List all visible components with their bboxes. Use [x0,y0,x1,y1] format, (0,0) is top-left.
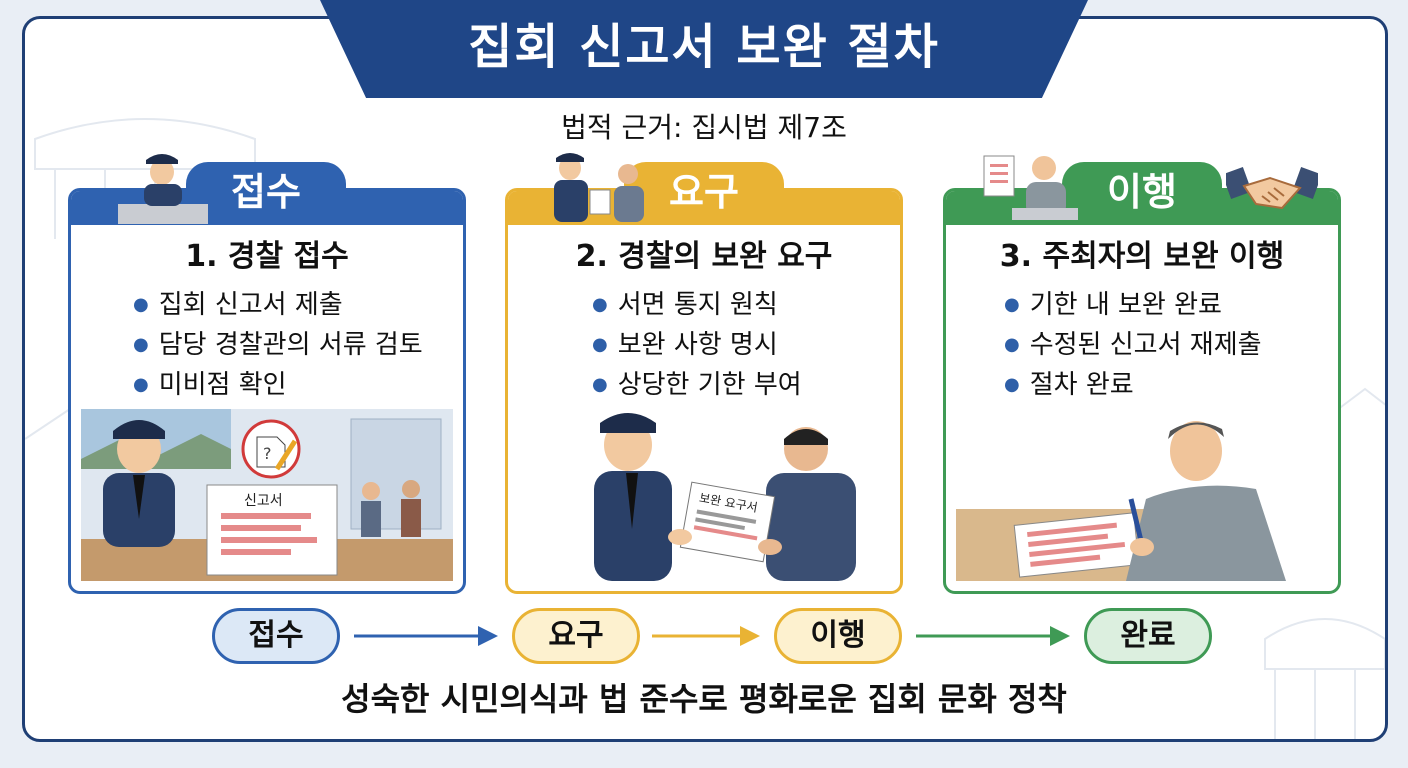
bullet-item: ●집회 신고서 제출 [133,290,343,320]
flow-arrow-icon [354,626,498,646]
step-card-request: 2. 경찰의 보완 요구 ●서면 통지 원칙 ●보완 사항 명시 ●상당한 기한… [505,188,903,594]
legal-basis-subtitle: 법적 근거: 집시법 제7조 [561,111,847,144]
flow-step-compliance: 이행 [774,608,902,664]
bullet-dot-icon: ● [592,374,608,395]
bullet-dot-icon: ● [133,294,149,315]
bullet-item: ●서면 통지 원칙 [592,290,778,320]
title-banner [320,0,1088,98]
step-card-compliance: 3. 주최자의 보완 이행 ●기한 내 보완 완료 ●수정된 신고서 재제출 ●… [943,188,1341,594]
flow-arrow-icon [652,626,760,646]
bullet-item: ●보완 사항 명시 [592,330,778,360]
officer-handing-document-icon [554,153,644,222]
svg-text:?: ? [263,444,272,463]
handshake-icon [1226,167,1318,210]
step-tab-compliance [1062,162,1222,222]
bullet-dot-icon: ● [1004,374,1020,395]
bullet-item: ●미비점 확인 [133,370,287,400]
document-review-icon [983,155,1078,220]
bullet-dot-icon: ● [592,334,608,355]
bullet-dot-icon: ● [1004,334,1020,355]
bullet-dot-icon: ● [133,374,149,395]
step-tab-request [624,162,784,222]
bullet-dot-icon: ● [133,334,149,355]
step-tab-label: 접수 [231,170,301,214]
bullet-dot-icon: ● [592,294,608,315]
police-officer-reviewing-report-illustration: ? 신고서 [81,409,453,581]
organizer-revising-form-illustration [956,421,1286,581]
bullet-item: ●상당한 기한 부여 [592,370,802,400]
step-tab-label: 요구 [669,170,739,214]
step-card-reception: 1. 경찰 접수 ●집회 신고서 제출 ●담당 경찰관의 서류 검토 ●미비점 … [68,188,466,594]
flow-step-request: 요구 [512,608,640,664]
step-title: 3. 주최자의 보완 이행 [999,239,1285,274]
bullet-item: ●기한 내 보완 완료 [1004,290,1222,320]
page-title: 집회 신고서 보완 절차 [468,19,940,75]
officer-handing-notice-illustration: 보완 요구서 [594,413,856,581]
step-title: 2. 경찰의 보완 요구 [575,239,833,274]
footer-slogan: 성숙한 시민의식과 법 준수로 평화로운 집회 문화 정착 [341,680,1067,718]
police-officer-at-desk-icon [118,154,208,224]
step-tab-reception [186,162,346,222]
bullet-item: ●수정된 신고서 재제출 [1004,330,1262,360]
bullet-dot-icon: ● [1004,294,1020,315]
bullet-item: ●절차 완료 [1004,370,1134,400]
form-title-label: 신고서 [244,493,283,509]
flow-step-reception: 접수 [212,608,340,664]
bullet-item: ●담당 경찰관의 서류 검토 [133,330,423,360]
step-bullet-list: ●서면 통지 원칙 ●보완 사항 명시 ●상당한 기한 부여 [592,285,802,405]
step-tab-label: 이행 [1107,170,1177,214]
flow-step-complete: 완료 [1084,608,1212,664]
step-bullet-list: ●기한 내 보완 완료 ●수정된 신고서 재제출 ●절차 완료 [1004,285,1262,405]
step-title: 1. 경찰 접수 [185,239,349,274]
flow-arrow-icon [916,626,1070,646]
step-bullet-list: ●집회 신고서 제출 ●담당 경찰관의 서류 검토 ●미비점 확인 [133,285,423,405]
